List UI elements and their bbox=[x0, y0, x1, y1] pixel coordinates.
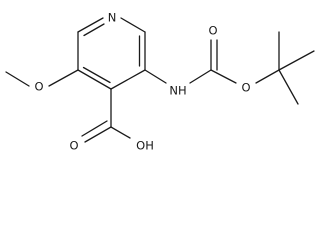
bond-ome-ch3 bbox=[5, 71, 30, 87]
bond-c6-n bbox=[77, 17, 104, 33]
bond-nh-co bbox=[189, 69, 212, 84]
acid-hydroxyl-label: OH bbox=[136, 139, 154, 153]
ring-nitrogen-label: N bbox=[108, 11, 117, 25]
boc-amine-group bbox=[144, 31, 315, 105]
bond-c3-c4 bbox=[110, 69, 146, 90]
amide-nh-label: NH bbox=[169, 84, 186, 98]
bond-c-o-double-b bbox=[81, 120, 108, 137]
acid-carbonyl-oxygen-label: O bbox=[69, 139, 78, 153]
bond-c6-n-double bbox=[83, 23, 105, 37]
bond-c5-ome bbox=[48, 69, 79, 87]
bond-c-oh bbox=[110, 126, 131, 139]
bond-c4-c5-double bbox=[82, 66, 111, 84]
bond-n-c2 bbox=[120, 17, 146, 33]
methoxy-oxygen-label: O bbox=[34, 80, 43, 94]
chemical-structure-diagram: N O O OH NH O O bbox=[5, 11, 315, 153]
methoxy-group bbox=[5, 69, 79, 87]
bond-cq-me2 bbox=[278, 50, 315, 71]
bond-cq-me3 bbox=[278, 69, 299, 105]
bond-c-o-double-a bbox=[84, 126, 112, 143]
boc-carbonyl-oxygen-label: O bbox=[208, 24, 217, 38]
boc-ester-oxygen-label: O bbox=[241, 81, 250, 95]
bond-co-oester bbox=[210, 69, 237, 84]
carboxylic-acid-group bbox=[81, 88, 131, 143]
bond-oester-cq bbox=[255, 69, 280, 84]
pyridine-ring bbox=[77, 17, 146, 90]
bond-c4-c5 bbox=[77, 69, 112, 90]
bond-c3-nh bbox=[144, 69, 167, 84]
